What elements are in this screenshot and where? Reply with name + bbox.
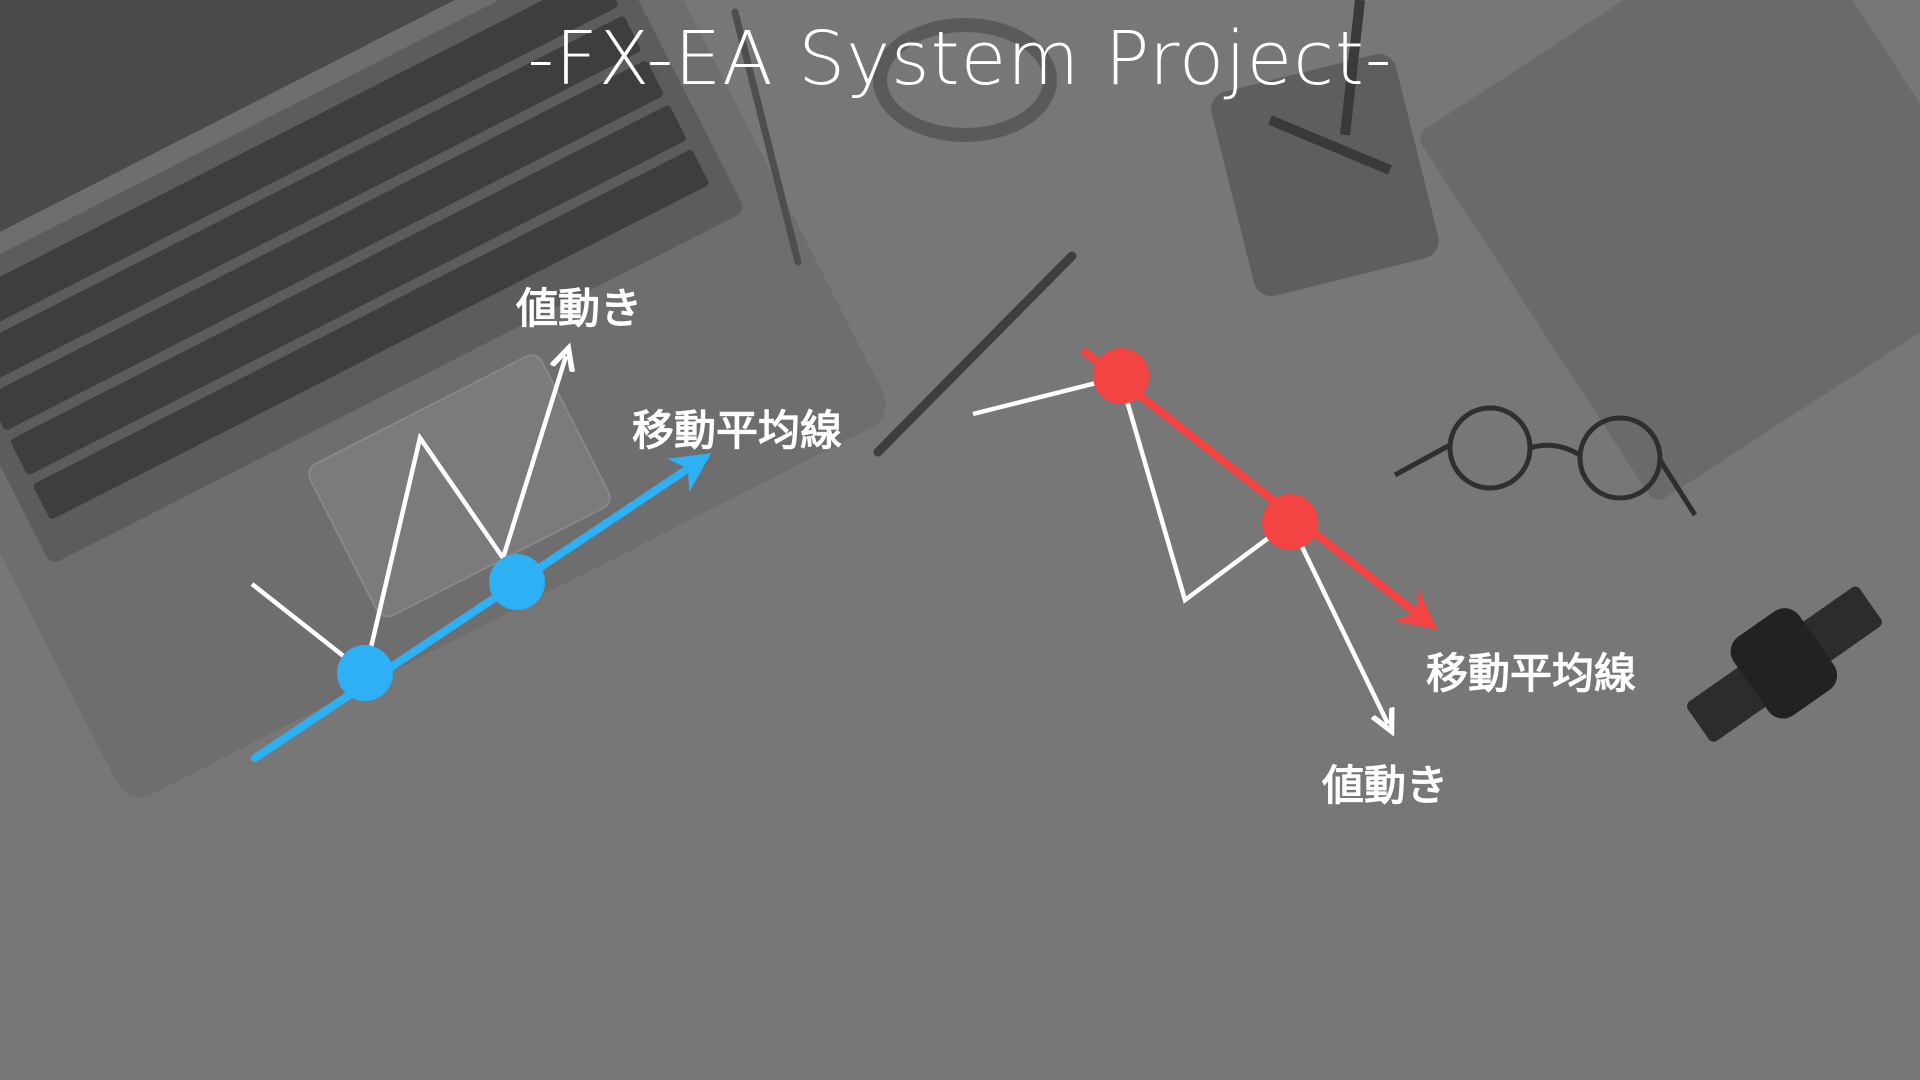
uptrend-price-label: 値動き [516,284,643,333]
uptrend-moving-average-line [251,453,712,762]
watch-image [1687,586,1882,742]
uptrend-price-line [250,356,566,677]
pen-image [873,251,1077,457]
downtrend-moving-average-line [1081,348,1438,630]
downtrend-ma-label: 移動平均線 [1426,649,1637,698]
pen-image [731,8,802,266]
notebook-image [1420,0,1920,500]
glasses-image [1393,405,1698,517]
pen-holder-image [1211,0,1439,297]
keyboard-keys [0,0,709,519]
uptrend-cross-point-2 [489,554,545,610]
downtrend-price-label: 値動き [1322,761,1449,810]
cable-image [873,18,1057,142]
downtrend-cross-point-2 [1262,494,1318,550]
uptrend-ma-label: 移動平均線 [632,406,843,455]
downtrend-price-line [972,374,1388,724]
uptrend-cross-point-1 [337,645,393,701]
downtrend-cross-point-1 [1093,348,1149,404]
page-title: -FX-EA System Project- [527,16,1393,102]
